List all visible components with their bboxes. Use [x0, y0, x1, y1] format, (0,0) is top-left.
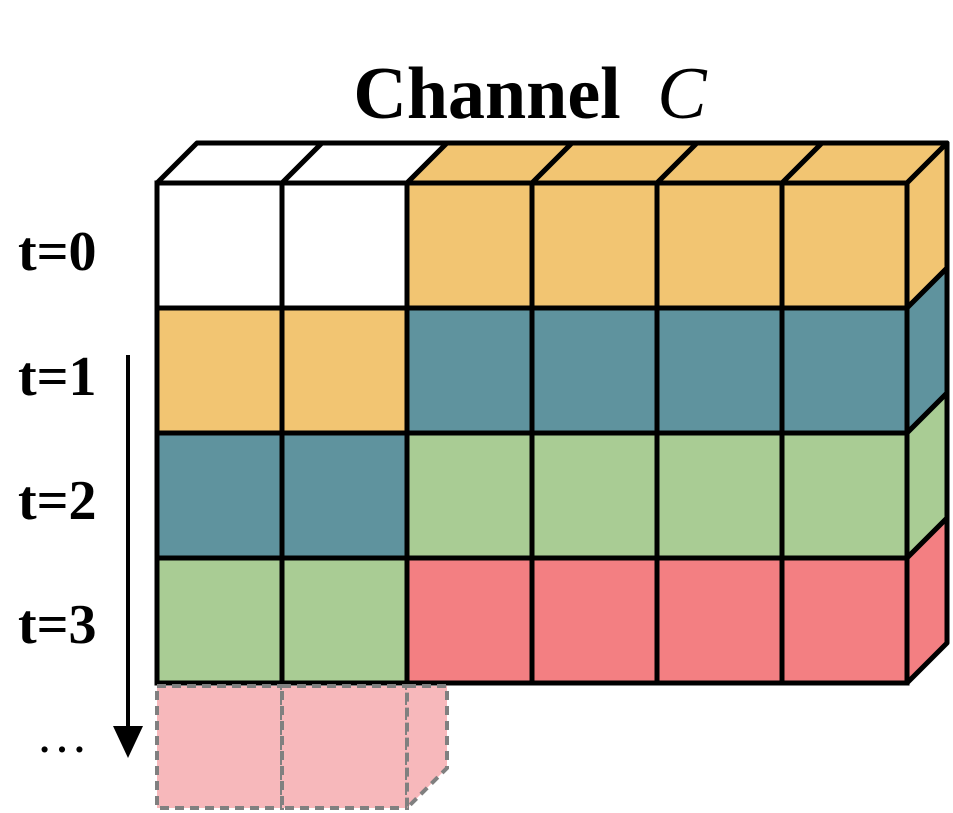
diagram-title: Channel C [353, 53, 708, 135]
grid-cell [154, 555, 285, 686]
time-label-t3: t=3 [18, 594, 97, 656]
grid-cell [529, 180, 660, 311]
time-label-t2: t=2 [18, 470, 97, 532]
pending-cell [155, 684, 284, 810]
pending-side-cell [405, 684, 449, 813]
grid-top-face [154, 140, 950, 186]
grid-cell [404, 180, 535, 311]
title-variable: C [657, 53, 708, 135]
grid-cell [779, 305, 910, 436]
pending-cell [280, 684, 409, 810]
grid-cell [779, 430, 910, 561]
time-label-t1: t=1 [18, 346, 97, 408]
grid-cell [529, 305, 660, 436]
ellipsis-text: … [36, 707, 88, 764]
down-arrow-icon [113, 355, 143, 758]
grid-front-face [154, 180, 910, 686]
grid-cell [279, 305, 410, 436]
pending-row-group [155, 684, 449, 813]
grid-cell [654, 555, 785, 686]
grid-cell [154, 180, 285, 311]
grid-cell [404, 555, 535, 686]
grid-cell [279, 555, 410, 686]
grid-cell [279, 430, 410, 561]
grid-cell [779, 555, 910, 686]
grid-cell [654, 305, 785, 436]
grid-cell [154, 430, 285, 561]
grid-cell [654, 180, 785, 311]
time-labels: t=0 t=1 t=2 t=3 [18, 221, 97, 656]
grid-cell [529, 555, 660, 686]
title-prefix: Channel [353, 53, 620, 135]
grid-cell [404, 305, 535, 436]
grid-cell [279, 180, 410, 311]
grid-cell [779, 180, 910, 311]
grid-cell [654, 430, 785, 561]
grid-cell [154, 305, 285, 436]
grid-side-face [904, 140, 950, 686]
grid-cell [404, 430, 535, 561]
grid-cell [529, 430, 660, 561]
time-label-t0: t=0 [18, 221, 97, 283]
